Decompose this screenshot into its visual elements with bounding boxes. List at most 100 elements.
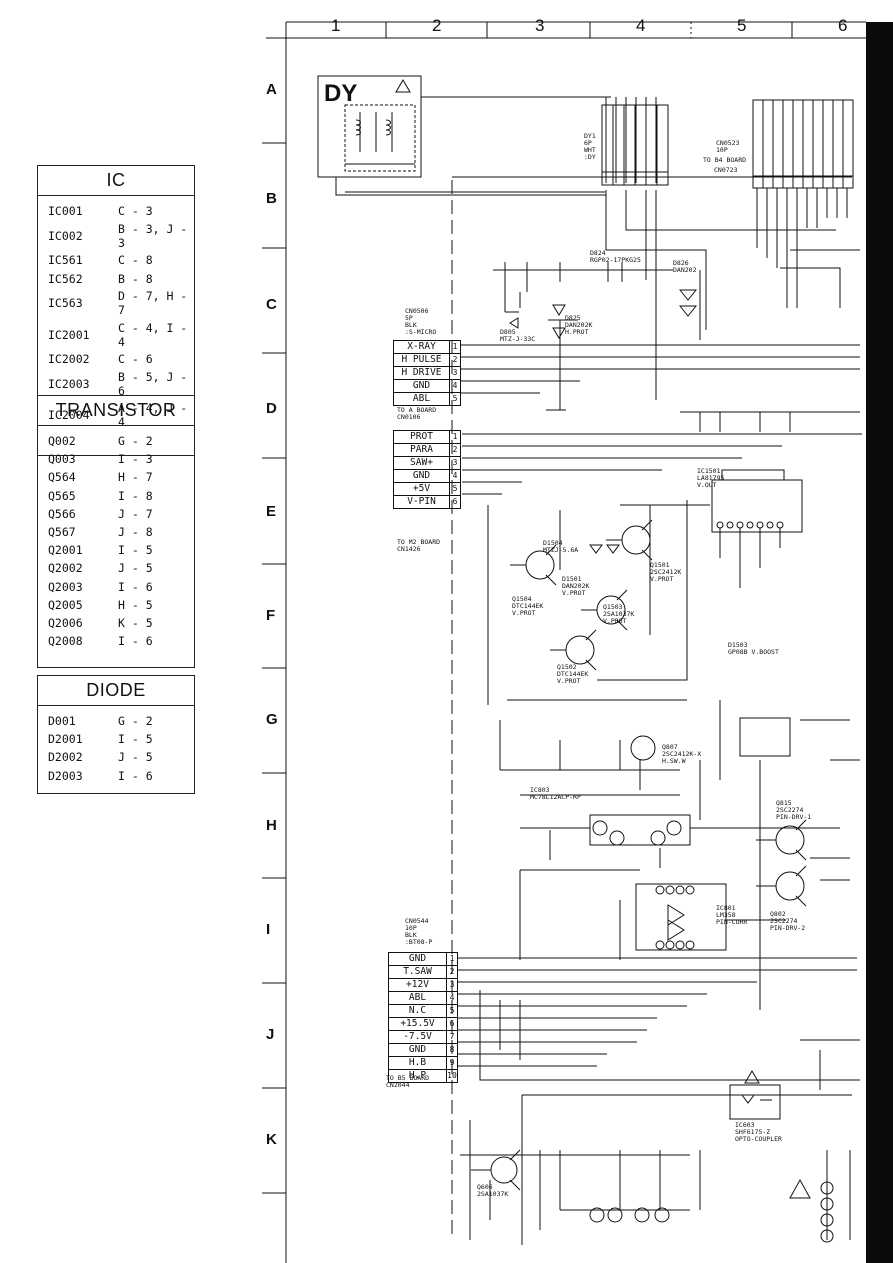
legend-transistor-ref: Q2002 bbox=[48, 561, 83, 576]
cn0544-pin-name: T.SAW bbox=[403, 966, 432, 977]
legend-transistor-row: Q2001 I - 5 bbox=[48, 541, 153, 559]
legend-ic-location: B - 3, J - 3 bbox=[118, 221, 188, 250]
cn0506-pin-number: 5 bbox=[449, 393, 460, 405]
cn0506-footer: TO A BOARD CN0106 bbox=[397, 406, 437, 421]
label-q1503: Q1503 2SA1037K V.PROT bbox=[603, 603, 635, 625]
cn-m2-footer: TO M2 BOARD CN1426 bbox=[397, 538, 441, 553]
cn0544-pin-number: 9 bbox=[446, 1057, 457, 1069]
legend-ic-ref: IC002 bbox=[48, 228, 83, 243]
cn0506-pin-name: X-RAY bbox=[407, 341, 436, 352]
legend-transistor-location: H - 7 bbox=[118, 470, 153, 485]
cn0506-pin-name: GND bbox=[412, 380, 431, 391]
legend-diode-row: D2002 J - 5 bbox=[48, 748, 153, 766]
cn0544-pin-name: GND bbox=[408, 1044, 427, 1055]
cn-m2-pin-number: 3 bbox=[449, 457, 460, 469]
cn-m2-pin-name: GND bbox=[412, 470, 431, 481]
label-dy1: DY1 6P WHT :DY bbox=[584, 132, 596, 161]
cn0544-pin-number: 7 bbox=[446, 1031, 457, 1043]
legend-ic-ref: IC2004 bbox=[48, 408, 90, 423]
label-cn0523: CN0523 10P bbox=[716, 139, 740, 154]
legend-transistor-location: I - 6 bbox=[118, 634, 153, 649]
legend-transistor-location: I - 5 bbox=[118, 543, 153, 558]
legend-diode-location: J - 5 bbox=[118, 750, 153, 765]
legend-transistor-ref: Q2006 bbox=[48, 615, 83, 630]
cn-m2-pin-name: SAW+ bbox=[410, 457, 433, 468]
label-d1503: D1503 GP08B V.BOOST bbox=[728, 641, 779, 656]
cn-m2-pin-name: PROT bbox=[410, 431, 433, 442]
legend-ic-location: B - 5, J - 6 bbox=[118, 369, 188, 398]
legend-transistor-location: I - 3 bbox=[118, 452, 153, 467]
legend-transistor-ref: Q002 bbox=[48, 434, 76, 449]
legend-transistor-location: J - 7 bbox=[118, 506, 153, 521]
legend-transistor-ref: Q2005 bbox=[48, 597, 83, 612]
legend-ic-ref: IC2001 bbox=[48, 327, 90, 342]
label-q1504: Q1504 DTC144EK V.PROT bbox=[512, 595, 544, 617]
legend-transistor-ref: Q2001 bbox=[48, 543, 83, 558]
cn-m2-pin-name: PARA bbox=[410, 444, 433, 455]
legend-transistor-title: TRANSISTOR bbox=[38, 396, 194, 426]
cn0544-footer: TO B5 BOARD CN2044 bbox=[386, 1074, 430, 1089]
legend-transistor-location: J - 8 bbox=[118, 525, 153, 540]
legend-transistor-ref: Q564 bbox=[48, 470, 76, 485]
grid-row-g: G bbox=[266, 711, 278, 728]
legend-ic-ref: IC563 bbox=[48, 296, 83, 311]
legend-transistor-ref: Q2003 bbox=[48, 579, 83, 594]
legend-ic-ref: IC561 bbox=[48, 253, 83, 268]
label-ic803: IC803 MC78L12ACP-RP bbox=[530, 786, 581, 801]
cn0506-header: CN0506 5P BLK :S-MICRO bbox=[405, 307, 437, 336]
legend-ic-location: C - 3 bbox=[118, 204, 153, 219]
grid-row-k: K bbox=[266, 1131, 277, 1148]
grid-row-h: H bbox=[266, 817, 277, 834]
legend-ic-row: IC2004 A - 4, J - 4 bbox=[48, 400, 194, 431]
legend-diode-ref: D2001 bbox=[48, 732, 83, 747]
cn0544-pin-name: H.B bbox=[408, 1057, 427, 1068]
grid-col-4: 4 bbox=[636, 16, 646, 35]
cn-m2-pin-number: 2 bbox=[449, 444, 460, 456]
legend-diode-ref: D2002 bbox=[48, 750, 83, 765]
grid-row-c: C bbox=[266, 296, 277, 313]
cn0544-pin-number: 3 bbox=[446, 979, 457, 991]
legend-transistor-location: G - 2 bbox=[118, 434, 153, 449]
label-d805: D805 MTZ-J-33C bbox=[500, 328, 536, 343]
cn0506-pin-number: 1 bbox=[449, 341, 460, 353]
legend-ic-location: A - 4, J - 4 bbox=[118, 401, 188, 430]
grid-row-j: J bbox=[266, 1026, 275, 1043]
label-ic801: IC801 LM358 PIN-CORR bbox=[716, 904, 748, 926]
dy-title: DY bbox=[324, 80, 358, 107]
legend-ic-location: B - 8 bbox=[118, 271, 153, 286]
label-d825: D825 DAN202K H.PROT bbox=[565, 314, 593, 336]
cn0544-pin-number: 1 bbox=[446, 953, 457, 965]
cn-m2-pin-name: +5V bbox=[412, 483, 431, 494]
page-edge-bar bbox=[866, 22, 893, 1263]
legend-ic-location: D - 7, H - 7 bbox=[118, 289, 188, 318]
label-ic603: IC603 SHF6175-Z OPTO-COUPLER bbox=[735, 1121, 782, 1143]
grid-col-6: 6 bbox=[838, 16, 848, 35]
grid-row-b: B bbox=[266, 190, 277, 207]
grid-row-i: I bbox=[266, 921, 271, 938]
